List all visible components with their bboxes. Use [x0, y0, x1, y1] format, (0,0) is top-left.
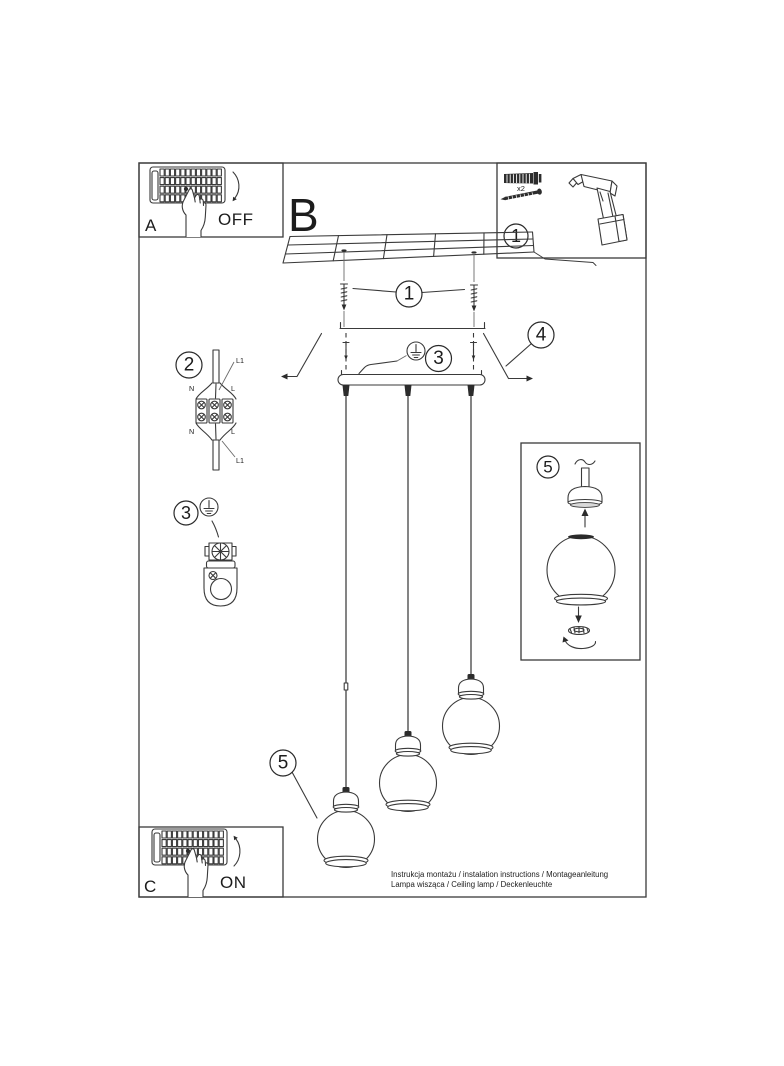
cable-squiggle	[574, 459, 596, 466]
screw-icon	[469, 284, 479, 313]
canopy-bar	[337, 369, 486, 396]
drill-icon	[568, 173, 628, 246]
parts-step-number: 1	[511, 226, 521, 246]
earth-symbol-icon	[406, 341, 426, 361]
l-top-label: L	[231, 384, 235, 393]
cable-joint	[343, 682, 349, 691]
n-top-label: N	[189, 384, 194, 393]
arrow-up-icon	[233, 835, 241, 867]
ground-callout-circle	[424, 344, 453, 373]
wiring-detail: 2 L1 N L N L L1	[175, 349, 244, 471]
footer-line2: Lampa wisząca / Ceiling lamp / Deckenleu…	[391, 880, 552, 889]
shade-callout: 5	[269, 749, 318, 819]
hand-icon	[183, 848, 209, 898]
n-bottom-label: N	[189, 427, 194, 436]
screw-qty-label: x2	[517, 184, 525, 193]
pendant-lamp	[316, 786, 376, 869]
ground-clamp-detail: 3	[173, 497, 238, 607]
slide-arrow-left-icon	[281, 373, 288, 380]
pendant-lamp	[441, 673, 501, 756]
lamp-holder	[567, 467, 603, 508]
panel-c: C ON	[144, 829, 247, 898]
drill-hole	[471, 251, 477, 254]
wiring-step-number: 2	[184, 355, 195, 376]
hidden-screws	[342, 341, 478, 360]
anchor-callout-circle	[395, 280, 423, 308]
on-label: ON	[220, 873, 247, 892]
shade-assembly-detail: 5	[536, 455, 616, 650]
pendant-lamp	[378, 730, 438, 813]
wiring-step-circle	[175, 351, 203, 379]
ring-nut-icon	[567, 625, 591, 636]
footer-line1: Instrukcja montażu / instalation instruc…	[391, 870, 608, 879]
panel-c-box	[138, 826, 284, 898]
lamp-cable	[212, 439, 220, 471]
cable-grip	[467, 385, 475, 396]
off-label: OFF	[218, 210, 254, 229]
arrow-down-icon	[575, 606, 582, 623]
panel-c-label: C	[144, 877, 156, 896]
screw-icon	[500, 188, 542, 201]
screw-icon	[339, 283, 349, 312]
panel-a: A OFF	[145, 167, 254, 238]
ground-wire-callout: 3	[358, 341, 453, 375]
canopy-callout-circle	[527, 321, 555, 349]
drill-hole	[341, 249, 347, 252]
ground-clamp	[203, 542, 238, 607]
panel-a-label: A	[145, 216, 157, 235]
l1-bottom-label: L1	[236, 456, 244, 465]
rotation-arrow-icon	[562, 636, 597, 650]
anchor-screws: 1	[339, 252, 479, 327]
mains-cable	[212, 349, 220, 384]
panel-b-label: B	[288, 189, 319, 241]
shade-callout-number: 5	[278, 753, 289, 774]
shade-callout-circle	[269, 749, 297, 777]
terminal-block	[195, 398, 234, 424]
pendant-cables	[345, 396, 472, 788]
main-frame	[138, 162, 647, 898]
wall-plug-icon	[504, 172, 542, 185]
shade-step-circle	[536, 455, 560, 479]
parts-box-content: x2 1	[500, 172, 628, 249]
mounting-bracket	[339, 321, 486, 372]
clamp-step-circle	[173, 500, 199, 526]
shade-detail-box	[520, 442, 641, 661]
arrow-up-icon	[581, 508, 589, 528]
parts-box	[496, 162, 647, 259]
footer: Instrukcja montażu / instalation instruc…	[391, 870, 608, 889]
clamp-step-number: 3	[181, 503, 191, 523]
canopy-callout-number: 4	[536, 325, 547, 346]
earth-symbol-icon	[199, 497, 219, 517]
canopy-cover-outline: 4	[281, 321, 555, 382]
ground-callout-number: 3	[433, 348, 444, 369]
parts-step-circle	[503, 223, 529, 249]
slide-arrow-right-icon	[526, 375, 533, 382]
panel-a-box	[138, 162, 284, 238]
glass-shade	[546, 534, 616, 606]
cable-grip	[342, 385, 350, 396]
anchor-callout-number: 1	[404, 284, 415, 305]
ceiling-grid	[282, 231, 597, 266]
arrow-down-icon	[232, 171, 240, 202]
l-bottom-label: L	[231, 427, 235, 436]
hand-icon	[181, 188, 207, 238]
cable-grip	[404, 385, 412, 396]
shade-step-number: 5	[543, 458, 552, 477]
l1-top-label: L1	[236, 356, 244, 365]
